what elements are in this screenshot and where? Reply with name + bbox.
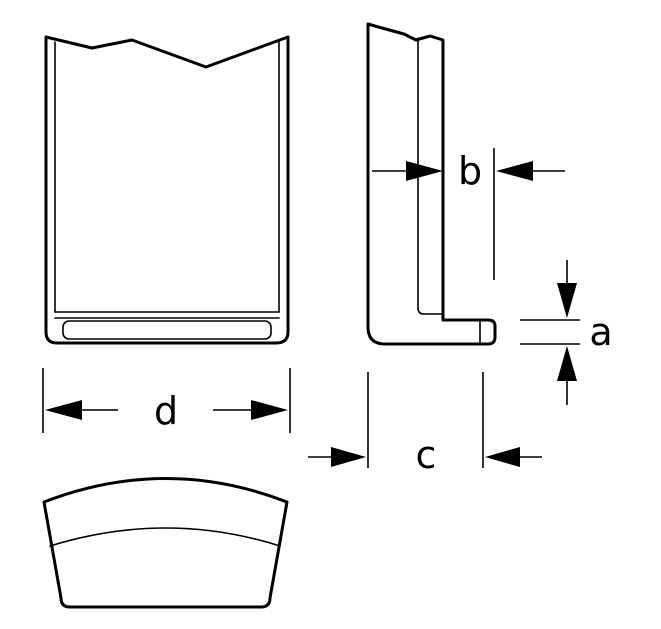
side-view-inner-ledge [417,307,444,315]
dimension-b: b [372,148,565,280]
curved-view-inner-arc [49,527,281,547]
dimension-a-arrow-bottom [557,346,577,381]
dimension-a-label: a [589,310,612,354]
side-view-outline [366,22,497,346]
dimension-a-arrow-top [557,283,577,318]
dimension-d-arrow-left [45,400,82,420]
dimension-d: d [42,368,291,433]
dimension-c-label: c [416,433,437,477]
dimension-b-arrow-right [496,161,533,181]
curved-view [42,477,289,609]
front-view-outline [44,35,290,345]
front-view [44,35,290,345]
dimension-a: a [520,260,613,405]
dimension-b-arrow-left [406,161,443,181]
dimension-c-arrow-left [331,447,366,467]
dimension-d-arrow-right [251,400,288,420]
dimension-b-label: b [458,149,482,193]
dimension-c-arrow-right [485,447,520,467]
front-view-ledge [62,320,272,340]
curved-view-outline [42,477,289,609]
dimension-c: c [308,372,542,477]
dimension-d-label: d [154,389,178,433]
